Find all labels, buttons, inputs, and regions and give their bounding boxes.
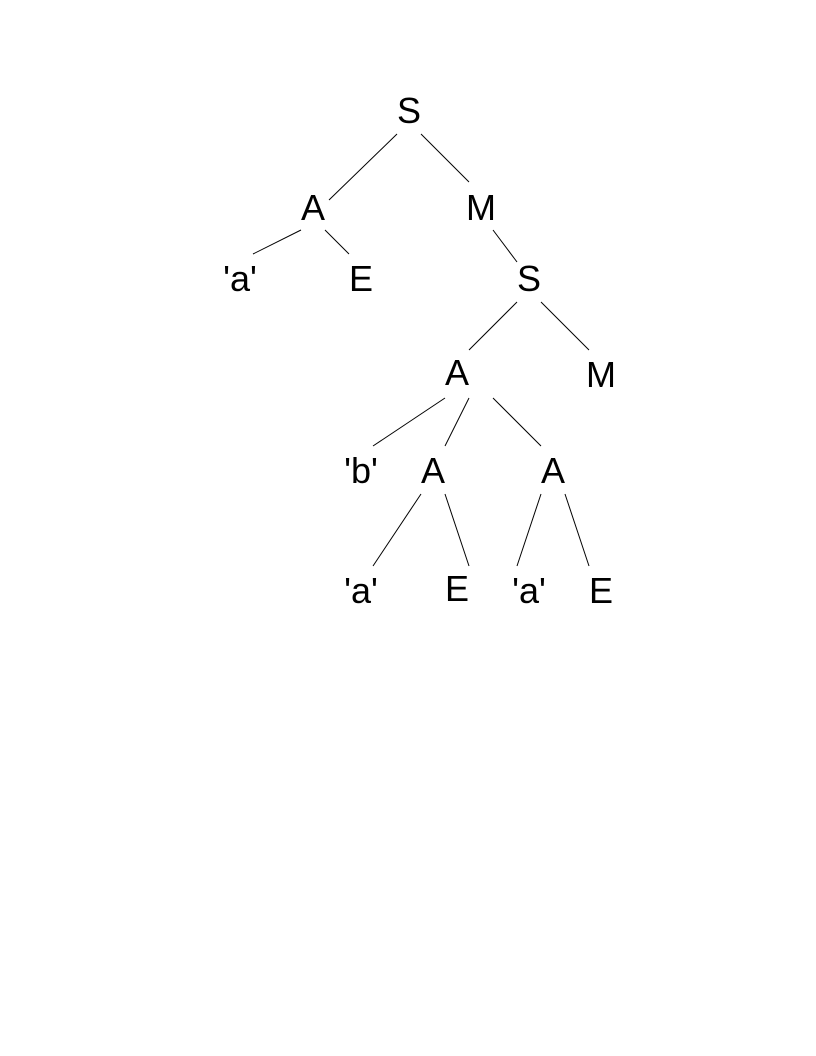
edge-s-root-to-m-right: [420, 133, 470, 183]
node-m-right: M: [466, 187, 496, 228]
node-s-inner: S: [517, 258, 541, 299]
node-a-left-e: E: [349, 258, 373, 299]
tree-nodes: S A M 'a' E S A M 'b' A A 'a' E 'a' E: [223, 90, 616, 611]
node-a-left: A: [301, 187, 325, 228]
node-terminal-b: 'b': [344, 450, 378, 491]
edge-a-left-to-a-left-terminal-a: [252, 229, 302, 255]
node-m-inner: M: [586, 354, 616, 395]
node-a-inner: A: [445, 352, 469, 393]
edge-m-right-to-s-inner: [492, 229, 518, 263]
edge-a-inner-to-terminal-b: [372, 397, 446, 447]
node-a-mid: A: [421, 450, 445, 491]
edge-s-root-to-a-left: [328, 133, 398, 201]
node-a-mid-e: E: [445, 568, 469, 609]
tree-edges: [252, 133, 590, 567]
edge-a-inner-to-a-mid: [444, 397, 470, 447]
node-a-right-terminal-a: 'a': [512, 570, 546, 611]
node-s-root: S: [397, 90, 421, 131]
edge-a-mid-to-a-mid-terminal-a: [372, 493, 422, 567]
node-a-mid-terminal-a: 'a': [344, 570, 378, 611]
edge-a-mid-to-a-mid-e: [444, 493, 470, 567]
edge-a-inner-to-a-right: [492, 397, 542, 447]
edge-s-inner-to-a-inner: [468, 301, 518, 351]
node-a-right: A: [541, 450, 565, 491]
edge-s-inner-to-m-inner: [540, 301, 590, 351]
edge-a-right-to-a-right-terminal-a: [516, 493, 542, 567]
edge-a-left-to-a-left-e: [324, 229, 350, 255]
edge-a-right-to-a-right-e: [564, 493, 590, 567]
node-a-right-e: E: [589, 570, 613, 611]
node-a-left-terminal-a: 'a': [223, 258, 257, 299]
